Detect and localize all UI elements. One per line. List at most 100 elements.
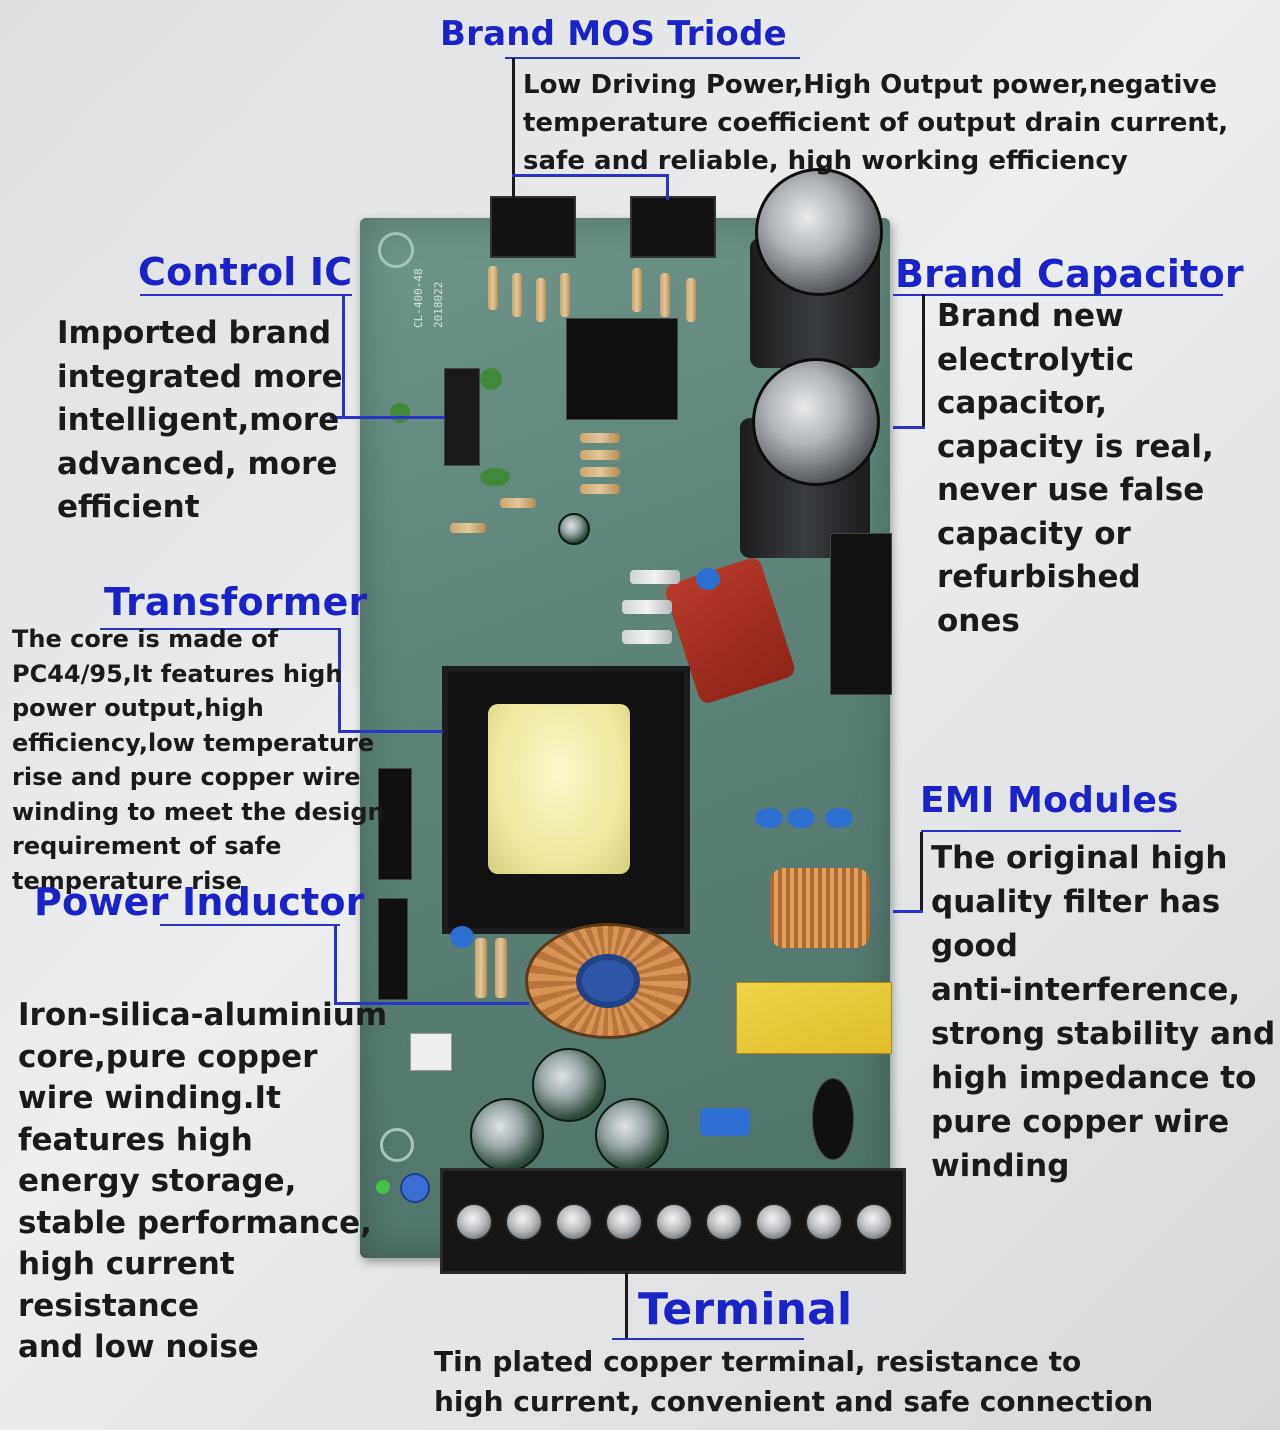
power-resistor	[630, 570, 680, 584]
emi-leader-horizontal	[893, 910, 923, 913]
small-capacitor	[480, 368, 502, 390]
resistor	[488, 266, 498, 310]
small-electrolytic-capacitor	[558, 513, 590, 545]
terminal-callout-title: Terminal	[638, 1284, 853, 1335]
blue-capacitor	[450, 926, 474, 948]
inductor-callout-title: Power Inductor	[34, 880, 365, 924]
resistor	[580, 450, 620, 460]
output-capacitor-1	[470, 1098, 544, 1172]
blue-capacitor	[755, 808, 783, 828]
emi-title-underline	[921, 830, 1181, 832]
white-connector	[410, 1033, 452, 1071]
resistor	[580, 433, 620, 443]
control-ic-leader-vertical	[342, 294, 345, 418]
mos-transistor-1	[490, 196, 576, 258]
power-resistor	[622, 600, 672, 614]
mounting-hole	[380, 1128, 414, 1162]
power-resistor	[622, 630, 672, 644]
terminal-screw	[755, 1203, 793, 1241]
inductor-leader-horizontal	[334, 1002, 529, 1005]
transformer-title-underline	[100, 628, 340, 630]
resistor	[580, 484, 620, 494]
terminal-screw	[555, 1203, 593, 1241]
mos-callout-title: Brand MOS Triode	[440, 14, 787, 54]
resistor	[686, 278, 696, 322]
output-diode	[378, 898, 408, 1000]
resistor	[500, 498, 536, 508]
control-ic-leader-horizontal	[330, 416, 445, 419]
capacitor-leader-vertical	[922, 294, 925, 428]
resistor	[536, 278, 546, 322]
control-ic-callout-title: Control IC	[138, 250, 353, 294]
resistor	[512, 273, 522, 317]
mos-leader-right	[666, 174, 669, 200]
output-capacitor-2	[532, 1048, 606, 1122]
mos-transistor-2	[630, 196, 716, 258]
mos-title-underline	[505, 57, 800, 59]
capacitor-title-underline	[893, 294, 1223, 296]
transformer-callout-title: Transformer	[104, 580, 368, 624]
blue-capacitor	[696, 568, 720, 590]
bulk-capacitor-2	[752, 358, 880, 486]
terminal-screw	[805, 1203, 843, 1241]
terminal-title-underline	[612, 1338, 804, 1340]
output-capacitor-3	[595, 1098, 669, 1172]
emi-callout-title: EMI Modules	[920, 780, 1179, 821]
capacitor-callout-description: Brand new electrolytic capacitor, capaci…	[937, 298, 1214, 639]
small-capacitor	[480, 468, 510, 486]
resistor	[450, 523, 486, 533]
mounting-hole	[378, 232, 414, 268]
small-capacitor	[390, 403, 410, 423]
yellow-safety-capacitor	[736, 982, 892, 1054]
control-ic-chip	[444, 368, 480, 466]
inductor-callout-description: Iron-silica-aluminium core,pure copper w…	[18, 997, 388, 1365]
blue-capacitor	[825, 808, 853, 828]
control-ic-callout-description: Imported brand integrated more intellige…	[57, 315, 343, 525]
terminal-screw	[455, 1203, 493, 1241]
mos-callout-description: Low Driving Power,High Output power,nega…	[523, 70, 1229, 176]
main-transformer	[442, 666, 690, 934]
emi-leader-vertical	[920, 832, 923, 912]
pcb-board-photo: CL-400-48 2018022	[360, 168, 906, 1274]
transformer-bobbin	[488, 704, 630, 874]
terminal-screw	[505, 1203, 543, 1241]
capacitor-leader-horizontal	[893, 426, 925, 429]
capacitor-callout-title: Brand Capacitor	[895, 252, 1244, 296]
terminal-screw	[605, 1203, 643, 1241]
resistor	[560, 273, 570, 317]
mos-leader-vertical	[512, 58, 515, 198]
resistor	[475, 938, 487, 998]
trim-potentiometer	[400, 1173, 430, 1203]
resistor	[660, 273, 670, 317]
power-inductor-toroid	[525, 923, 691, 1039]
control-ic-title-underline	[140, 294, 352, 296]
heatsink-component	[378, 768, 412, 880]
resistor	[632, 268, 642, 312]
terminal-screw	[655, 1203, 693, 1241]
emi-callout-description: The original high quality filter has goo…	[931, 840, 1276, 1184]
inductor-title-underline	[160, 924, 340, 926]
mos-leader-bracket	[512, 174, 668, 177]
transformer-leader-horizontal	[338, 730, 443, 733]
board-date-silkscreen: 2018022	[432, 281, 445, 328]
transformer-callout-description: The core is made of PC44/95,It features …	[12, 625, 385, 895]
resistor	[580, 467, 620, 477]
terminal-leader-vertical	[625, 1272, 628, 1338]
terminal-block	[440, 1168, 906, 1274]
emi-filter-coil	[770, 868, 870, 948]
transformer-leader-vertical	[338, 628, 341, 732]
resistor	[495, 938, 507, 998]
indicator-led	[376, 1180, 390, 1194]
blue-capacitor	[700, 1108, 750, 1136]
blue-capacitor	[787, 808, 815, 828]
driver-transformer	[566, 318, 678, 420]
terminal-screw	[855, 1203, 893, 1241]
toroid-core	[576, 954, 640, 1008]
board-model-silkscreen: CL-400-48	[412, 268, 425, 328]
bulk-capacitor-1	[755, 168, 883, 296]
terminal-callout-description: Tin plated copper terminal, resistance t…	[434, 1345, 1154, 1418]
terminal-screw	[705, 1203, 743, 1241]
emi-blue-capacitors	[755, 808, 885, 832]
inductor-leader-vertical	[334, 924, 337, 1004]
bridge-rectifier	[830, 533, 892, 695]
